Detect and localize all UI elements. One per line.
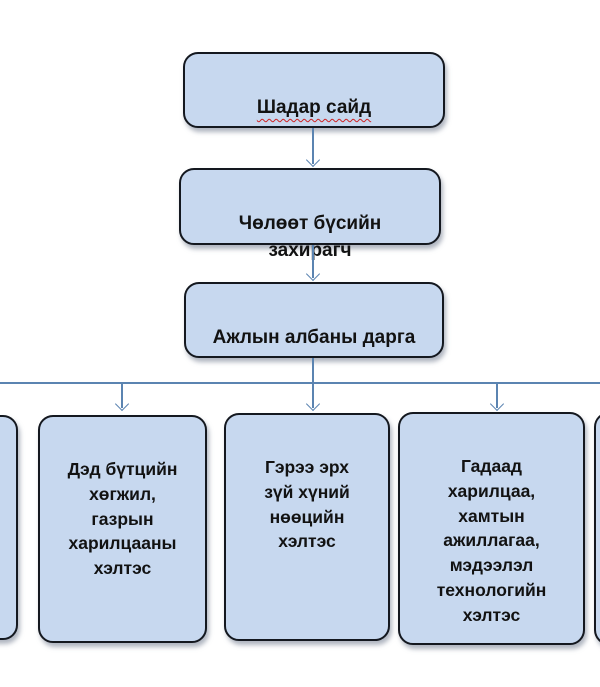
node-dept-foreign-relations: Гадаад харилцаа, хамтын ажиллагаа, мэдээ… (398, 412, 585, 645)
connector-drop-infrastructure (121, 383, 123, 408)
node-dept-infrastructure: Дэд бүтцийн хөгжил, газрын харилцааны хэ… (38, 415, 207, 643)
arrowhead-down-icon (114, 396, 130, 412)
connector-drop-foreign-relations (496, 383, 498, 408)
connector-level2-to-level3 (312, 245, 314, 278)
node-level2: Чөлөөт бүсийн захирагч (179, 168, 441, 261)
node-dept-partial-right (594, 412, 600, 645)
node-root: Шадар сайд (183, 52, 445, 128)
node-dept-partial-left (0, 415, 18, 640)
connector-bus-line (0, 382, 600, 384)
node-root-label: Шадар сайд (256, 96, 372, 118)
node-level2-label: Чөлөөт бүсийн захирагч (238, 212, 382, 261)
node-dept-legal-hr-label: Гэрээ эрх зүй хүний нөөцийн хэлтэс (264, 456, 350, 552)
arrowhead-down-icon (305, 396, 321, 412)
arrowhead-down-icon (489, 396, 505, 412)
node-level3-label: Ажлын албаны дарга (212, 326, 416, 348)
node-dept-foreign-relations-label: Гадаад харилцаа, хамтын ажиллагаа, мэдээ… (436, 455, 547, 625)
connector-root-to-level2 (312, 128, 314, 164)
node-level3: Ажлын албаны дарга (184, 282, 444, 358)
arrowhead-down-icon (305, 152, 321, 168)
node-dept-legal-hr: Гэрээ эрх зүй хүний нөөцийн хэлтэс (224, 413, 390, 641)
arrowhead-down-icon (305, 266, 321, 282)
node-dept-infrastructure-label: Дэд бүтцийн хөгжил, газрын харилцааны хэ… (67, 458, 178, 579)
